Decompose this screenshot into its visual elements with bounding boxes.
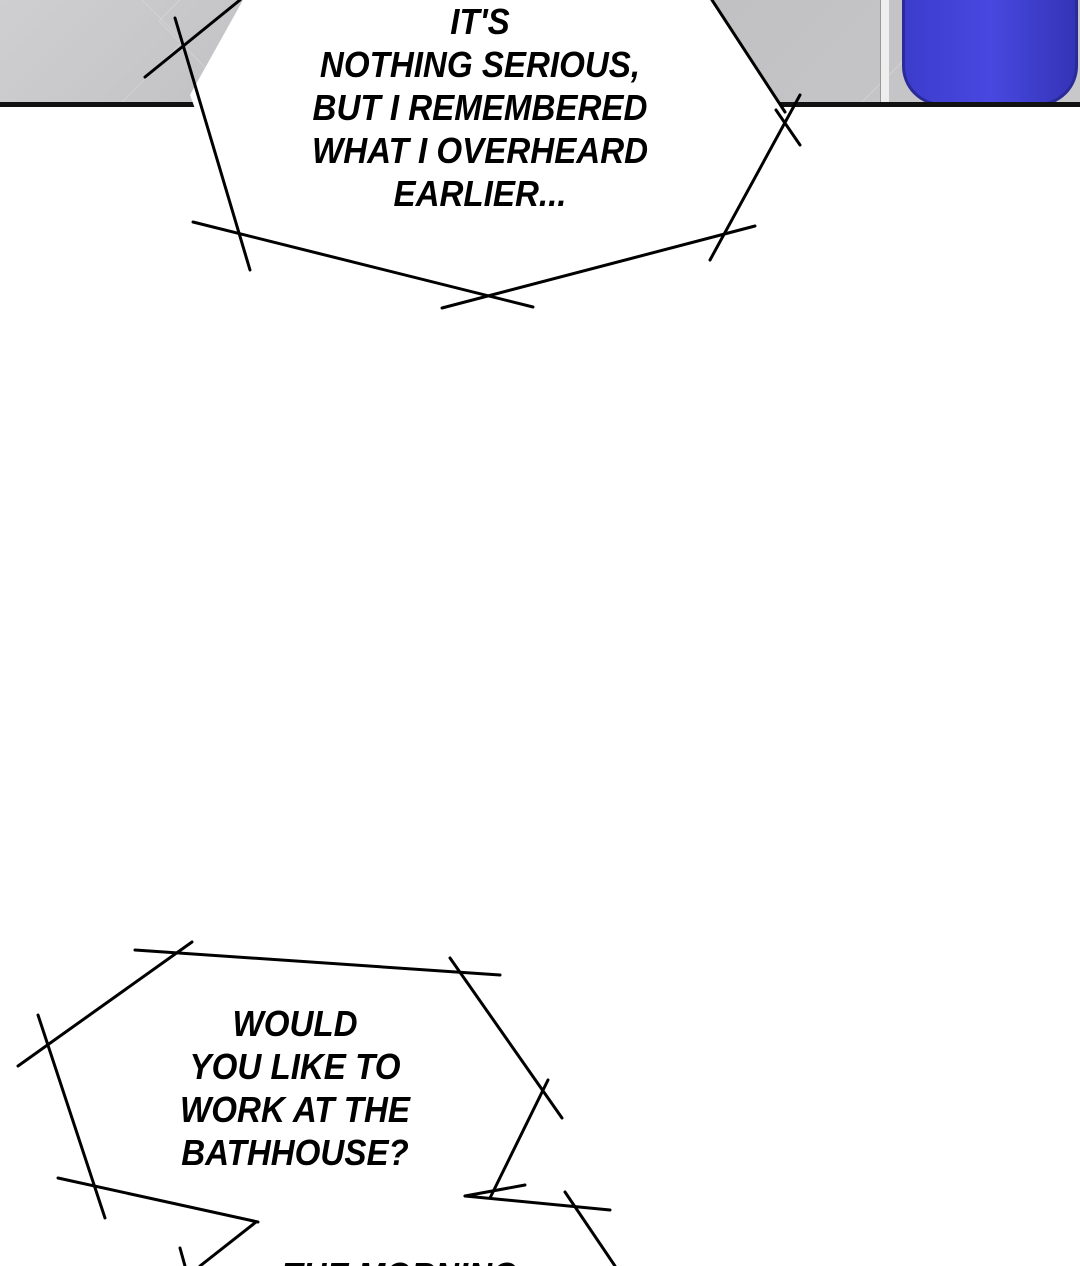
bubble-line: EARLIER... (393, 173, 567, 214)
bubble-line: BUT I REMEMBERED (312, 87, 648, 128)
bubble-2-fill (40, 950, 620, 1266)
bubble-2-outline (16, 940, 617, 1266)
bubble-line: WORK AT THE (180, 1089, 410, 1130)
bubble-line: BATHHOUSE? (181, 1132, 409, 1173)
bubble-1-fill (190, 0, 785, 298)
bubble-line: IT'S (450, 1, 510, 42)
bubble-line: NOTHING SERIOUS, (319, 44, 641, 85)
bubble-line: WHAT I OVERHEARD (311, 130, 649, 171)
blue-bucket (902, 0, 1078, 104)
bubble-line: THE MORNING (253, 1254, 547, 1266)
bubble-line: WOULD (232, 1003, 358, 1044)
bubble-1-outline (143, 0, 802, 310)
bubble-3-text: THE MORNING (253, 1254, 547, 1266)
mop-pole (880, 0, 889, 104)
bubble-2-text: WOULD YOU LIKE TO WORK AT THE BATHHOUSE? (157, 1002, 433, 1174)
bubble-line: YOU LIKE TO (189, 1046, 401, 1087)
bubble-1-text: IT'S NOTHING SERIOUS, BUT I REMEMBERED W… (296, 0, 664, 215)
